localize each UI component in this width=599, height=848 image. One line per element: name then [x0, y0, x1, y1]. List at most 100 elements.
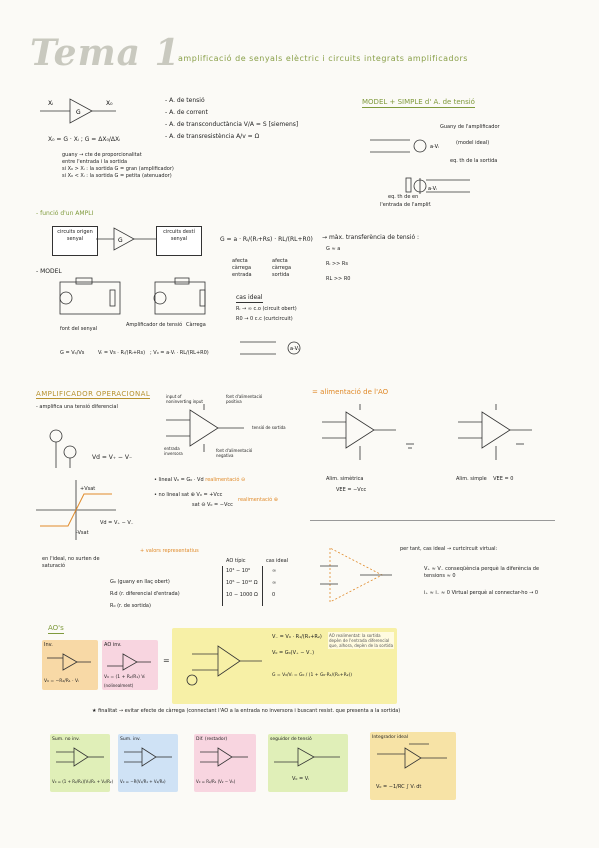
- svg-text:X₀: X₀: [106, 100, 113, 107]
- graph-note: en l'ideal, no surten de saturació: [42, 556, 100, 569]
- max-item: Rᵢ >> Rs: [326, 261, 349, 267]
- note-line: depèn de l'entrada diferencial: [329, 638, 390, 643]
- svg-text:a·Vᵢ: a·Vᵢ: [290, 346, 299, 352]
- nolineal-eq-b: sat ⊖ V₀ = −Vcc: [192, 502, 233, 508]
- model-simple-label: eq. th de en: [388, 194, 419, 200]
- svg-text:Xᵢ: Xᵢ: [48, 100, 53, 107]
- big-card-eq: V₀ = G₀(V₊ − V₋): [272, 650, 315, 656]
- model-simple-label: (model ideal): [456, 140, 490, 146]
- big-card-eq: V₋ = V₀ · R₁/(R₁+R₂): [272, 634, 322, 640]
- ao-card-eq: V₀ = (1 + R₂/R₁) Vᵢ: [104, 675, 146, 680]
- card-title: Integrador ideal: [372, 735, 408, 740]
- ao-bottom-card-sum-inv: Sum. inv. V₀ = −R(V₁/R₁ + V₂/R₂): [118, 734, 178, 792]
- block-origin: circuits origen senyal: [52, 226, 98, 256]
- valors-row-ideal: ∞: [272, 580, 277, 586]
- opamp-symbol: [166, 404, 244, 452]
- note-line: que, alhora, depèn de la sortida: [329, 643, 394, 648]
- amp-types-list: - A. de tensió - A. de corrent - A. de t…: [165, 97, 298, 141]
- alim-sym-eq: VEE = −Vcc: [336, 487, 367, 493]
- opamp-pin-label: font d'alimentació positiva: [226, 394, 263, 404]
- card-title: Sum. inv.: [120, 737, 141, 742]
- model-simple-heading: MODEL + SIMPLE d' A. de tensió: [362, 98, 475, 108]
- valors-row: Rᵢd (r. diferencial d'entrada): [110, 580, 180, 599]
- curt-title: per tant, cas ideal → curtcircuit virtua…: [400, 546, 498, 552]
- ao-bottom-card-dif: Dif. (restador) V₀ = R₂/R₁ (V₂ − V₁): [194, 734, 256, 792]
- card-eq: V₀ = −R(V₁/R₁ + V₂/R₂): [120, 779, 166, 784]
- valors-row-typ: 10⁴ − 10⁶: [226, 568, 251, 574]
- alim-simple-circuit: [458, 404, 532, 460]
- ideal-opamp-diagram: [320, 547, 392, 603]
- card-title: seguidor de tensió: [270, 737, 312, 742]
- max-transfer-items: G ≈ a Rᵢ >> Rs RL >> R0: [326, 246, 350, 283]
- max-transfer-title: → màx. transferència de tensió :: [322, 234, 420, 241]
- valors-row: G₀ (guany en llaç obert): [110, 568, 170, 587]
- opamp-pin-label: tensió de sortida: [252, 425, 286, 430]
- amp-type: - A. de corrent: [165, 109, 208, 116]
- curt-item: V₊ ≈ V₋ conseqüència perquè la diferènci…: [424, 566, 540, 579]
- valors-row-name: Rᵢd (r. diferencial d'entrada): [110, 591, 180, 597]
- gain-eq-note: afecta càrrega sortida: [272, 258, 292, 278]
- opamp-heading: AMPLIFICADOR OPERACIONAL: [36, 390, 151, 399]
- ideal-item: Rᵢ → ∞ c.o (circuit obert): [236, 306, 297, 312]
- valors-table-rule: [262, 566, 263, 606]
- valors-row-ideal: 0: [272, 592, 276, 598]
- model-part: Amplificador de tensió: [126, 322, 183, 328]
- valors-row-name: G₀ (guany en llaç obert): [110, 579, 170, 585]
- big-card-eq: G = V₀/Vᵢ = G₀ / (1 + G₀·R₁/(R₁+R₂)): [272, 673, 353, 678]
- ao-card-note: (nolinealment): [104, 683, 134, 688]
- model-eq: G = V₀/Vs: [60, 350, 85, 356]
- finalitat-note: ★ finalitat → evitar efecte de càrrega (…: [92, 708, 401, 714]
- gain-note: guany → cte de proporcionalitat: [62, 152, 142, 158]
- block-arrows: G: [96, 227, 156, 251]
- nolineal-note: realimentació ⊕: [238, 497, 278, 503]
- card-title: Sum. no inv.: [52, 737, 80, 742]
- model-simple-label: Guany de l'amplificador: [440, 124, 500, 130]
- svg-text:G: G: [76, 109, 81, 116]
- opamp-pin-label: entrada inversora: [164, 446, 183, 456]
- ideal-circuit: a·Vᵢ: [240, 341, 301, 355]
- opamp-pin-label: input of noninverting input: [166, 394, 203, 404]
- valors-col-header: AO típic: [226, 558, 246, 564]
- valors-heading: + valors representatius: [140, 548, 199, 554]
- ao-bottom-card-seguidor: seguidor de tensió V₀ = Vᵢ: [268, 734, 348, 792]
- valors-row-typ: 10 − 1000 Ω: [226, 592, 258, 598]
- valors-table-rule: [222, 566, 223, 606]
- opamp-pin-label: font d'alimentació negativa: [216, 448, 253, 458]
- valors-row-name: R₀ (r. de sortida): [110, 603, 151, 609]
- alim-simple-label: Alim. simple VEE = 0: [456, 476, 514, 482]
- nolineal-eq-a: • no lineal sat ⊕ V₀ = +Vcc: [154, 492, 223, 498]
- model-simple-label: eq. th de la sortida: [450, 158, 498, 164]
- valors-row-ideal: ∞: [272, 568, 277, 574]
- diff-input-circuit: [49, 429, 77, 468]
- graph-label: Vd = V₊ − V₋: [100, 520, 134, 526]
- ao-big-card: V₋ = V₀ · R₁/(R₁+R₂) V₀ = G₀(V₊ − V₋) G …: [172, 628, 397, 704]
- gain-notes: guany → cte de proporcionalitat entre l'…: [62, 152, 174, 180]
- model-part: font del senyal: [60, 326, 98, 332]
- ao-bottom-card-integrador: Integrador ideal V₀ = −1/RC ∫ Vᵢ dt: [370, 732, 456, 800]
- ideal-item: R0 → 0 c.c (curtcircuit): [236, 316, 293, 322]
- big-card-note: AO realimentat: la sortida depèn de l'en…: [328, 632, 395, 649]
- card-eq: V₀ = −1/RC ∫ Vᵢ dt: [376, 784, 422, 790]
- card-eq: V₀ = (1 + R₂/R₁)(V₁/R₁ + V₂/R₂): [52, 779, 114, 784]
- page-title: Tema 1: [30, 32, 181, 74]
- note-title: AO realimentat: la sortida: [329, 633, 381, 638]
- model-simple-circuit: a·Vᵢ a·Vᵢ: [370, 139, 470, 194]
- model-eq: Vᵢ = Vs · Rᵢ/(Rᵢ+Rs): [98, 350, 146, 356]
- amp-type: - A. de transconductància V/A = S [sieme…: [165, 121, 299, 128]
- svg-text:a·Vᵢ: a·Vᵢ: [428, 186, 437, 192]
- gain-eq-note: afecta càrrega entrada: [232, 258, 252, 278]
- title-bullet: [164, 56, 169, 61]
- model-circuit: [59, 277, 206, 315]
- block-destination: circuits destí senyal: [156, 226, 202, 256]
- amp-type: - A. de transresistència A/v = Ω: [165, 133, 260, 140]
- ideal-title: cas ideal: [236, 294, 263, 303]
- block-gain-label: G: [118, 237, 123, 244]
- equals-sign: =: [163, 656, 170, 665]
- amp-formula: X₀ = G · Xᵢ ; G = ΔX₀/ΔXᵢ: [48, 136, 121, 143]
- ao-card-title: AO inv.: [104, 642, 122, 648]
- page-subtitle: amplificació de senyals elèctric i circu…: [178, 54, 468, 63]
- aos-heading: AO's: [48, 624, 64, 634]
- transfer-graph: [36, 480, 116, 540]
- gain-equation: G = a · Rᵢ/(Rᵢ+Rs) · RL/(RL+R0): [220, 236, 313, 243]
- lineal-note: realimentació ⊖: [205, 477, 246, 483]
